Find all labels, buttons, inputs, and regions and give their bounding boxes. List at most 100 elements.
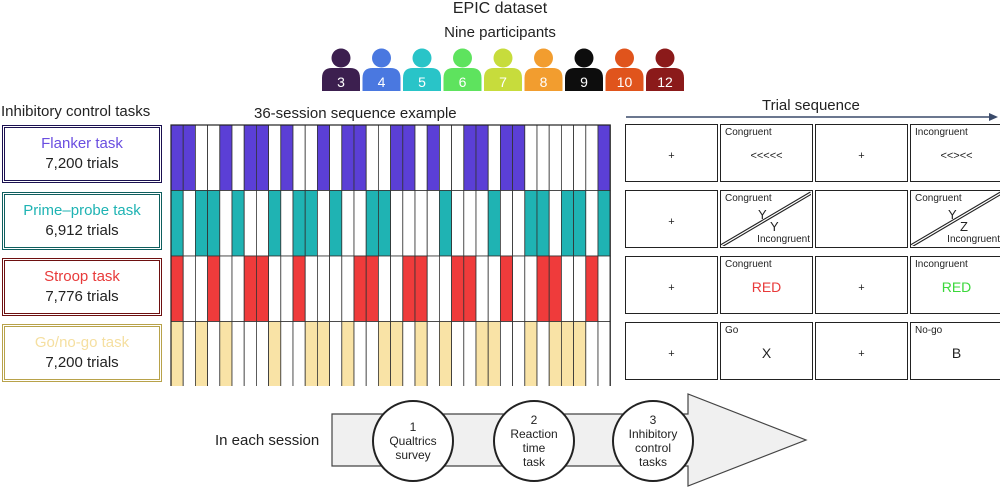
participant-id: 7	[499, 74, 507, 90]
stimulus: <<><<	[940, 150, 973, 162]
stimulus: B	[951, 345, 962, 361]
trial-cell: +	[625, 322, 718, 380]
trial-condition-label: No-go	[915, 325, 943, 336]
session-cell	[524, 321, 538, 386]
session-cell	[524, 190, 538, 257]
session-cell	[207, 255, 221, 322]
session-cell	[597, 321, 611, 386]
probe-letter: Y	[770, 219, 779, 234]
session-cell	[512, 190, 526, 257]
session-cell	[365, 321, 379, 386]
trial-condition-label: Congruent	[725, 193, 772, 204]
session-cell	[414, 321, 428, 386]
session-cell	[329, 255, 343, 322]
session-cell	[426, 321, 440, 386]
trial-cell: +	[815, 256, 908, 314]
trial-condition-label: Incongruent	[757, 234, 810, 245]
participant-4: 4	[362, 48, 401, 91]
session-cell	[487, 321, 501, 386]
session-cell	[573, 190, 587, 257]
person-body-icon	[484, 68, 522, 91]
grid-border	[170, 124, 611, 386]
session-cell	[463, 190, 477, 257]
person-head-icon	[412, 48, 432, 68]
person-body-icon	[362, 68, 401, 91]
session-cell	[597, 124, 611, 191]
session-cell	[524, 255, 538, 322]
session-cell	[402, 321, 416, 386]
session-cell	[341, 255, 355, 322]
session-cell	[353, 190, 367, 257]
task-box-prime-probe: Prime–probe task 6,912 trials	[2, 192, 162, 250]
session-cell	[256, 124, 270, 191]
session-cell	[304, 255, 318, 322]
person-body-icon	[322, 68, 360, 91]
session-cell	[487, 124, 501, 191]
session-cell	[499, 124, 513, 191]
person-body-icon	[605, 68, 644, 91]
session-cell	[548, 190, 562, 257]
session-cell	[414, 190, 428, 257]
session-cell	[438, 255, 452, 322]
session-cell	[243, 255, 257, 322]
session-cell	[243, 124, 257, 191]
session-cell	[536, 255, 550, 322]
person-body-icon	[565, 68, 603, 91]
probe-letter: Z	[960, 219, 968, 234]
trial-cell: Incongruent<<><<	[910, 124, 1000, 182]
tasks-header: Inhibitory control tasks	[1, 103, 151, 120]
session-cell	[597, 190, 611, 257]
session-cell	[512, 321, 526, 386]
session-cell	[256, 190, 270, 257]
session-cell	[438, 190, 452, 257]
session-cell	[390, 321, 404, 386]
person-head-icon	[372, 48, 391, 68]
fixation-cross: +	[668, 348, 675, 360]
step-text: Reaction	[510, 427, 558, 441]
session-cell	[219, 321, 233, 386]
session-cell	[390, 124, 404, 191]
session-cell	[341, 321, 355, 386]
session-cell	[402, 124, 416, 191]
session-cell	[585, 124, 599, 191]
trial-cell: Congruent<<<<<	[720, 124, 813, 182]
stimulus: X	[761, 345, 772, 361]
session-cell	[280, 124, 294, 191]
participant-id: 10	[617, 74, 633, 90]
session-cell	[463, 321, 477, 386]
session-cell	[316, 321, 330, 386]
session-cell	[475, 321, 489, 386]
fixation-cross: +	[668, 216, 675, 228]
participant-7: 7	[484, 48, 522, 91]
session-cell	[438, 321, 452, 386]
person-head-icon	[453, 48, 472, 68]
session-cell	[475, 190, 489, 257]
trial-cell: +	[815, 322, 908, 380]
person-head-icon	[534, 48, 553, 68]
session-cell	[585, 255, 599, 322]
step-number: 3	[649, 413, 657, 427]
session-cell	[475, 255, 489, 322]
session-cell	[463, 255, 477, 322]
session-cell	[451, 190, 465, 257]
session-label: In each session	[215, 432, 320, 449]
fixation-cross: +	[858, 150, 865, 162]
session-cell	[377, 124, 391, 191]
trial-cell: +	[625, 190, 718, 248]
session-cell	[573, 124, 587, 191]
session-cell	[182, 190, 196, 257]
session-cell	[170, 124, 184, 191]
session-cell	[292, 190, 306, 257]
session-cell	[426, 255, 440, 322]
fixation-cross: +	[858, 282, 865, 294]
session-cell	[463, 124, 477, 191]
session-cell	[219, 255, 233, 322]
session-sequence-grid	[170, 124, 611, 386]
session-cell	[268, 255, 282, 322]
